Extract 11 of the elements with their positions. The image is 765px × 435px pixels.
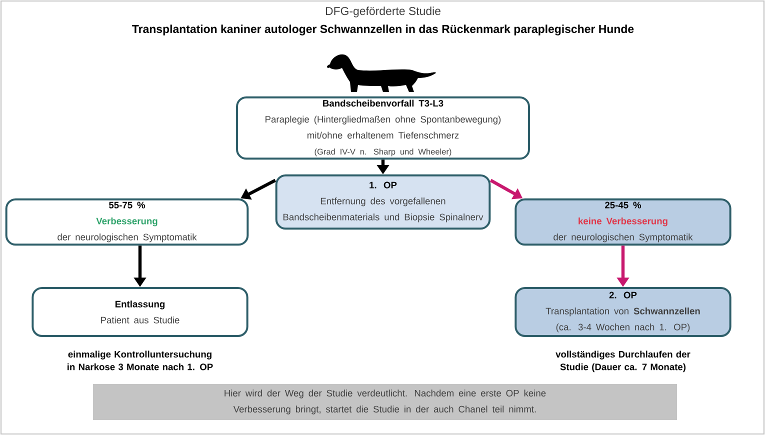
process-box: 2. OP Transplantation von Schwannzellen (ca. 3-4 Wochen nach 1. OP): [514, 287, 732, 337]
process-box: Bandscheibenvorfall T3-L3 Paraplegie (Hintergliedmaßen ohne Spontanbewegung) mit/ohne erhaltenem Tiefenschmerz (Grad IV-V n. Sharp und Wheeler): [236, 96, 530, 160]
title: Transplantation kaniner autologer Schwannzellen in das Rückenmark paraplegischer Hunde: [132, 24, 634, 36]
subtitle: DFG-geförderte Studie: [326, 6, 440, 18]
process-box: 55-75 % Verbesserung der neurologischen Symptomatik: [5, 198, 249, 246]
note-box: Hier wird der Weg der Studie verdeutlicht. Nachdem eine erste OP keine Verbesserung bringt, startet die Studie in der auch Chanel teil nimmt.: [93, 384, 677, 420]
process-box: 25-45 % keine Verbesserung der neurologischen Symptomatik: [514, 198, 732, 246]
note-text: einmalige Kontrolluntersuchung in Narkose 3 Monate nach 1. OP: [68, 350, 213, 370]
note-text: vollständiges Durchlaufen der Studie (Dauer ca. 7 Monate): [556, 350, 690, 372]
process-box: 1. OP Entfernung des vorgefallenen Bandscheibenmaterials und Biopsie Spinalnerv: [275, 174, 491, 230]
process-box: Entlassung Patient aus Studie: [32, 287, 248, 337]
